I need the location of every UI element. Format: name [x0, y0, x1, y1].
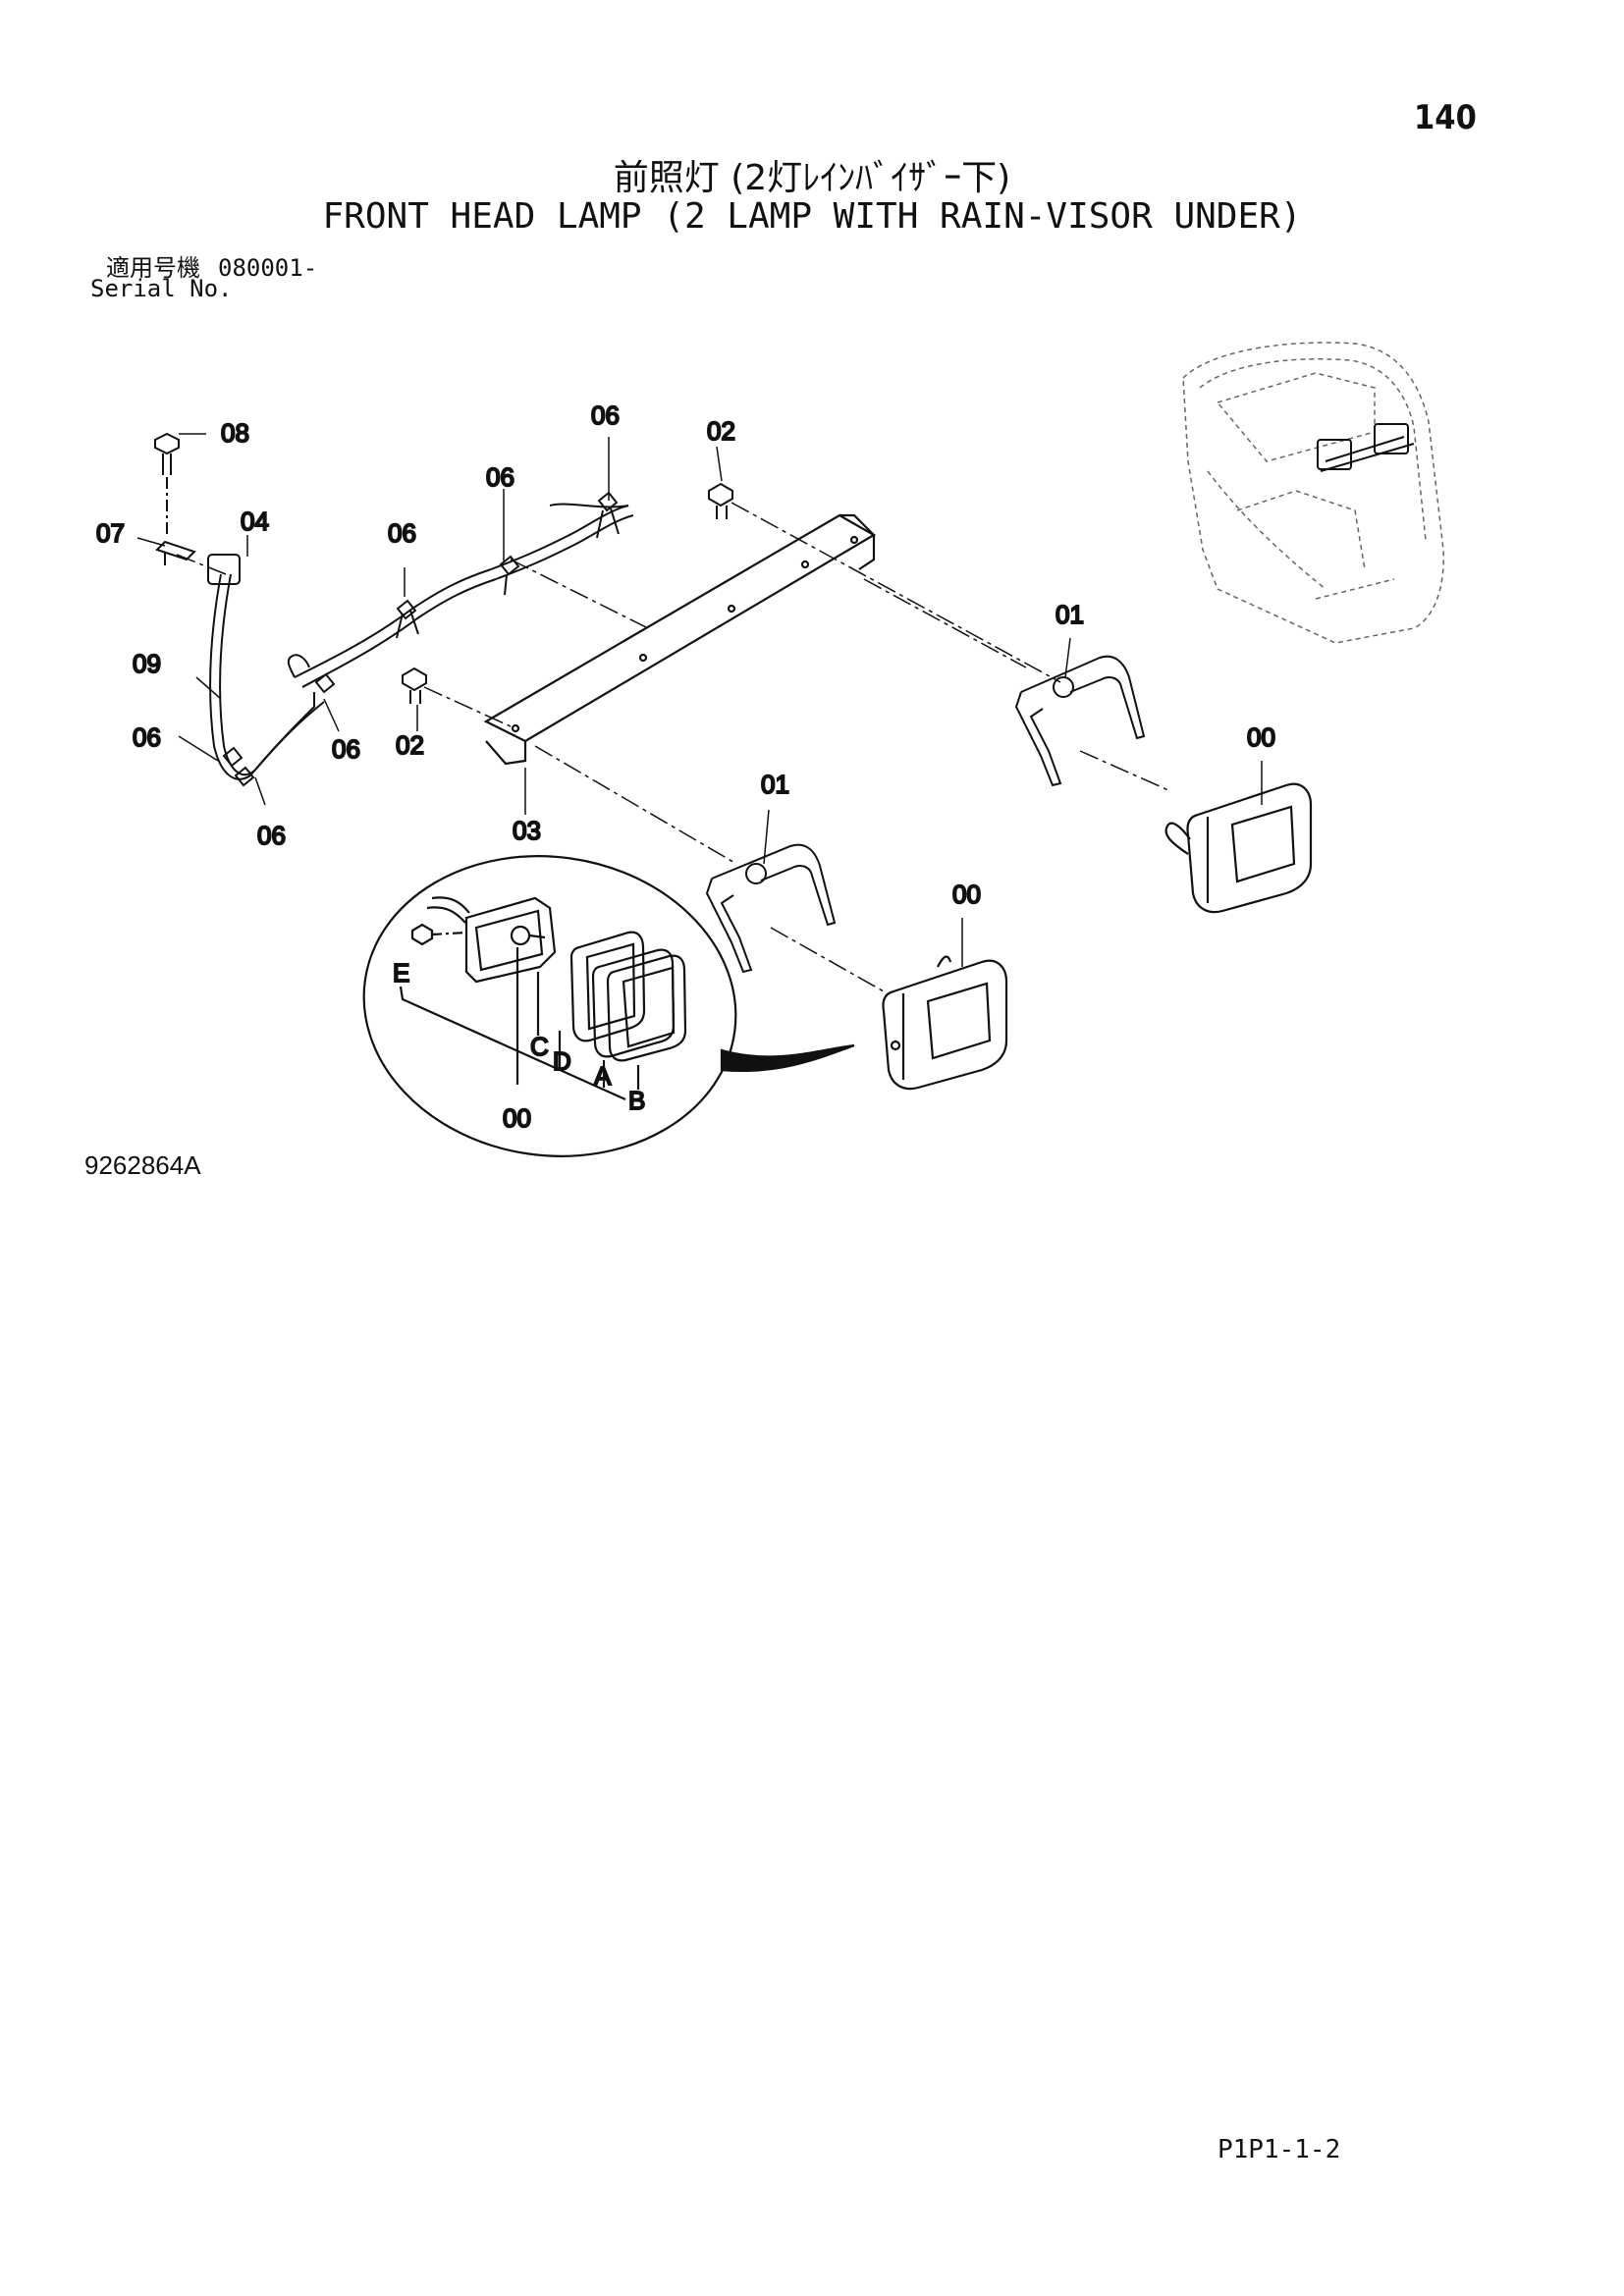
bracket-01-left — [705, 843, 837, 974]
title-japanese: 前照灯 (2灯ﾚｲﾝﾊﾞｲｻﾞｰ下) — [613, 158, 1011, 198]
serial-label-english: Serial No. — [90, 275, 233, 302]
detail-view — [362, 855, 855, 1157]
callout-07: 07 — [96, 518, 125, 548]
lamp-00-left — [882, 955, 1008, 1091]
bolt-08 — [154, 432, 180, 475]
cab-lamp-detail — [1317, 423, 1415, 472]
callout-06-lower-mid: 06 — [332, 734, 360, 764]
lamp-00-right — [1164, 782, 1313, 914]
callout-b: B — [628, 1086, 645, 1115]
callout-06-upper-mid: 06 — [486, 462, 514, 492]
callout-01-left: 01 — [761, 770, 789, 799]
callout-02-mid: 02 — [396, 730, 424, 760]
bolt-02-top — [708, 482, 733, 519]
cab-outline — [1182, 342, 1444, 644]
callout-06-top: 06 — [591, 400, 620, 430]
callout-01-right: 01 — [1056, 600, 1084, 629]
harness-clips — [222, 491, 620, 787]
callout-06-mid: 06 — [388, 518, 416, 548]
page-number: 140 — [1414, 98, 1477, 137]
callout-08: 08 — [221, 418, 249, 448]
callout-02-top: 02 — [707, 416, 735, 446]
callout-04: 04 — [241, 507, 269, 536]
callout-00-left: 00 — [952, 880, 981, 909]
callout-a: A — [594, 1061, 612, 1091]
bolt-02-mid — [402, 667, 427, 704]
detail-pointer-arrow — [720, 1043, 855, 1073]
callout-e: E — [393, 958, 409, 988]
wire-harness — [207, 503, 634, 780]
callout-d: D — [553, 1046, 571, 1076]
serial-value: 080001- — [218, 254, 318, 282]
callout-06-bottom: 06 — [257, 821, 286, 850]
serial-line-japanese: 適用号機 080001- — [106, 248, 317, 283]
callout-00-detail: 00 — [503, 1103, 531, 1133]
callout-c: C — [530, 1032, 549, 1061]
mounting-bar-03 — [483, 513, 877, 766]
bracket-01-right — [1014, 655, 1146, 787]
callout-03: 03 — [513, 816, 541, 845]
serial-label-japanese: 適用号機 — [106, 254, 200, 282]
title-english: FRONT HEAD LAMP (2 LAMP WITH RAIN-VISOR … — [322, 196, 1302, 237]
callout-06-left: 06 — [133, 722, 161, 752]
drawing-number: 9262864A — [84, 1150, 201, 1180]
callout-leaders — [136, 433, 1263, 967]
assembly-leaders — [176, 502, 1169, 992]
callout-09: 09 — [133, 649, 161, 678]
callout-00-right: 00 — [1247, 722, 1275, 752]
page-code: P1P1-1-2 — [1218, 2135, 1341, 2164]
